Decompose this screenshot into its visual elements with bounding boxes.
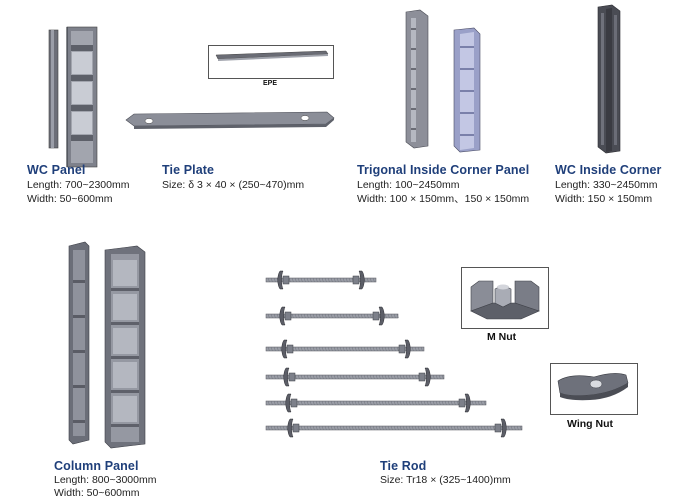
tie-rod-2: [265, 306, 399, 326]
tie-plate-hole-right: [300, 115, 310, 121]
column-panel-title: Column Panel: [54, 459, 139, 473]
wc-panel-width: Width: 50~600mm: [27, 193, 113, 205]
wc-panel-length: Length: 700~2300mm: [27, 179, 130, 191]
tie-rod-6: [265, 418, 523, 438]
wc-panel-title: WC Panel: [27, 163, 86, 177]
tie-rod-3: [265, 339, 425, 359]
m-nut-image: [470, 280, 540, 320]
wc-inside-corner-width: Width: 150 × 150mm: [555, 193, 653, 205]
tie-rod-size: Size: Tr18 × (325~1400)mm: [380, 474, 511, 486]
trigonal-inside-corner-panel-image: [405, 9, 481, 153]
epe-inset-frame: [208, 45, 334, 79]
tie-rod-4: [265, 367, 445, 387]
tie-rod-title: Tie Rod: [380, 459, 427, 473]
wc-inside-corner-length: Length: 330~2450mm: [555, 179, 658, 191]
column-panel-width: Width: 50~600mm: [54, 487, 140, 499]
wc-panel-image: [48, 26, 98, 168]
wc-inside-corner-title: WC Inside Corner: [555, 163, 662, 177]
tie-rod-1: [265, 270, 377, 290]
trigonal-panel-title: Trigonal Inside Corner Panel: [357, 163, 530, 177]
epe-strip-image: [215, 50, 329, 61]
m-nut-label: M Nut: [487, 331, 517, 343]
tie-plate-hole-left: [144, 118, 154, 124]
tie-rods-image: [265, 270, 523, 438]
trigonal-panel-length: Length: 100~2450mm: [357, 179, 460, 191]
wing-nut-label: Wing Nut: [567, 418, 613, 430]
tie-plate-image: [125, 111, 335, 129]
epe-label: EPE: [263, 80, 278, 87]
tie-plate-title: Tie Plate: [162, 163, 215, 177]
column-panel-image: [68, 241, 146, 449]
column-panel-length: Length: 800~3000mm: [54, 474, 157, 486]
trigonal-panel-width: Width: 100 × 150mm、150 × 150mm: [357, 193, 530, 205]
wing-nut-image: [557, 373, 629, 401]
tie-plate-size: Size: δ 3 × 40 × (250~470)mm: [162, 179, 305, 191]
wc-inside-corner-image: [597, 4, 621, 154]
tie-rod-5: [265, 393, 487, 413]
